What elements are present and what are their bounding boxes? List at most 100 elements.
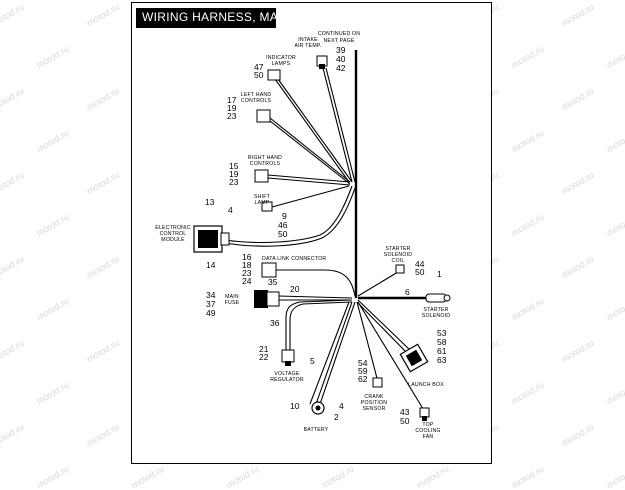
crank-sensor-connector <box>372 377 383 388</box>
launch-box-label: LAUNCH BOX <box>408 382 444 388</box>
starter-solenoid-label-2: SOLENOID <box>422 313 450 319</box>
intake-air-temp-sensor <box>319 64 325 69</box>
num-47: 47 <box>254 62 264 72</box>
main-fuse-wire <box>277 295 353 299</box>
ecm-connector <box>198 230 218 248</box>
intake-label-2: AIR TEMP. <box>295 43 322 49</box>
diagram-frame <box>131 2 492 464</box>
top-fan-connector <box>419 407 430 418</box>
data-link-label: DATA LINK CONNECTOR <box>262 256 326 262</box>
num-16: 16 <box>242 252 252 262</box>
num-46: 46 <box>278 220 288 230</box>
fan-label-3: FAN <box>423 434 434 440</box>
indicator-lamps-connector <box>267 69 281 81</box>
fan-label-1: TOP <box>422 422 434 428</box>
battery-wire-2 <box>315 301 353 405</box>
num-10: 10 <box>290 401 300 411</box>
num-43: 43 <box>400 407 410 417</box>
starter-coil-label-1: STARTER <box>385 246 410 252</box>
starter-solenoid-terminal <box>425 293 447 303</box>
indicator-label-1: INDICATOR <box>266 55 296 61</box>
ecm-wire <box>224 185 353 243</box>
num-23-data: 23 <box>242 268 252 278</box>
left-hand-controls-wire <box>269 117 351 183</box>
starter-solenoid-ring <box>443 294 451 302</box>
main-fuse-block <box>254 290 268 308</box>
indicator-lamps-wire <box>274 78 350 183</box>
crank-label-3: SENSOR <box>362 406 385 412</box>
num-63: 63 <box>437 355 447 365</box>
ecm-wire-2 <box>224 187 356 247</box>
num-37: 37 <box>206 299 216 309</box>
shift-lamp-label-1: SHIFT <box>254 194 271 200</box>
crank-sensor-wire <box>356 301 379 383</box>
data-link-wire <box>275 269 356 297</box>
num-15: 15 <box>229 161 239 171</box>
left-hand-label-2: CONTROLS <box>241 98 272 104</box>
num-2: 2 <box>334 412 339 422</box>
ecm-label-1: ELECTRONIC <box>155 225 190 231</box>
num-50-fan: 50 <box>400 416 410 426</box>
num-35: 35 <box>268 277 278 287</box>
num-17: 17 <box>227 95 237 105</box>
wiring-diagram: CONTINUED ON NEXT PAGE INTAKE AIR TEMP. … <box>155 31 451 440</box>
starter-solenoid-label-1: STARTER <box>423 307 448 313</box>
num-49: 49 <box>206 308 216 318</box>
fan-label-2: COOLING <box>415 428 440 434</box>
num-50-indicator: 50 <box>254 70 264 80</box>
num-22: 22 <box>259 352 269 362</box>
top-fan-plug <box>422 416 427 421</box>
num-13: 13 <box>205 197 215 207</box>
num-20: 20 <box>290 284 300 294</box>
ecm-label-2: CONTROL <box>160 231 187 237</box>
starter-coil-label-3: COIL <box>392 258 405 264</box>
num-59: 59 <box>358 366 368 376</box>
starter-coil-label-2: SOLENOID <box>384 252 412 258</box>
num-42: 42 <box>336 63 346 73</box>
launch-box-wire <box>357 299 411 351</box>
num-54: 54 <box>358 358 368 368</box>
launch-box-wire-2 <box>356 301 409 355</box>
crank-label-1: CRANK <box>364 394 383 400</box>
num-19-left: 19 <box>227 103 237 113</box>
starter-solenoid-coil-wire <box>357 271 399 297</box>
launch-box-plug <box>405 349 423 367</box>
voltage-regulator-connector <box>281 349 295 363</box>
num-44: 44 <box>415 259 425 269</box>
num-6: 6 <box>405 287 410 297</box>
diagram-title: WIRING HARNESS, MAIN <box>142 10 291 24</box>
title-bar <box>136 8 276 28</box>
right-hand-controls-wire <box>267 174 351 183</box>
left-hand-controls-connector <box>256 109 271 123</box>
intake-air-temp-wire-2 <box>325 67 356 183</box>
num-1: 1 <box>437 269 442 279</box>
main-fuse-label-2: FUSE <box>225 300 240 306</box>
num-18: 18 <box>242 260 252 270</box>
num-39: 39 <box>336 45 346 55</box>
top-fan-wire <box>357 301 426 413</box>
intake-air-temp-wire <box>322 67 353 183</box>
num-58: 58 <box>437 337 447 347</box>
main-fuse-holder <box>266 291 280 307</box>
num-62: 62 <box>358 374 368 384</box>
num-23-right: 23 <box>229 177 239 187</box>
voltage-regulator-plug <box>285 361 291 366</box>
ecm-plug <box>220 232 230 246</box>
battery-wire <box>319 301 356 405</box>
num-36: 36 <box>270 318 280 328</box>
num-4-ecm: 4 <box>228 205 233 215</box>
voltage-label-2: REGULATOR <box>270 377 304 383</box>
num-4-battery: 4 <box>339 401 344 411</box>
indicator-label-2: LAMPS <box>272 61 291 67</box>
voltage-regulator-wire-2 <box>289 301 353 356</box>
data-link-connector <box>261 262 277 278</box>
right-hand-label-1: RIGHT HAND <box>248 155 282 161</box>
num-50-shift: 50 <box>278 229 288 239</box>
battery-terminal-center <box>315 405 321 411</box>
num-34: 34 <box>206 290 216 300</box>
shift-lamp-label-2: LAMP <box>255 200 270 206</box>
ecm-label-3: MODULE <box>161 237 185 243</box>
num-23-left: 23 <box>227 111 237 121</box>
continued-label-2: NEXT PAGE <box>323 38 354 44</box>
main-fuse-label-1: MAIN <box>225 294 239 300</box>
